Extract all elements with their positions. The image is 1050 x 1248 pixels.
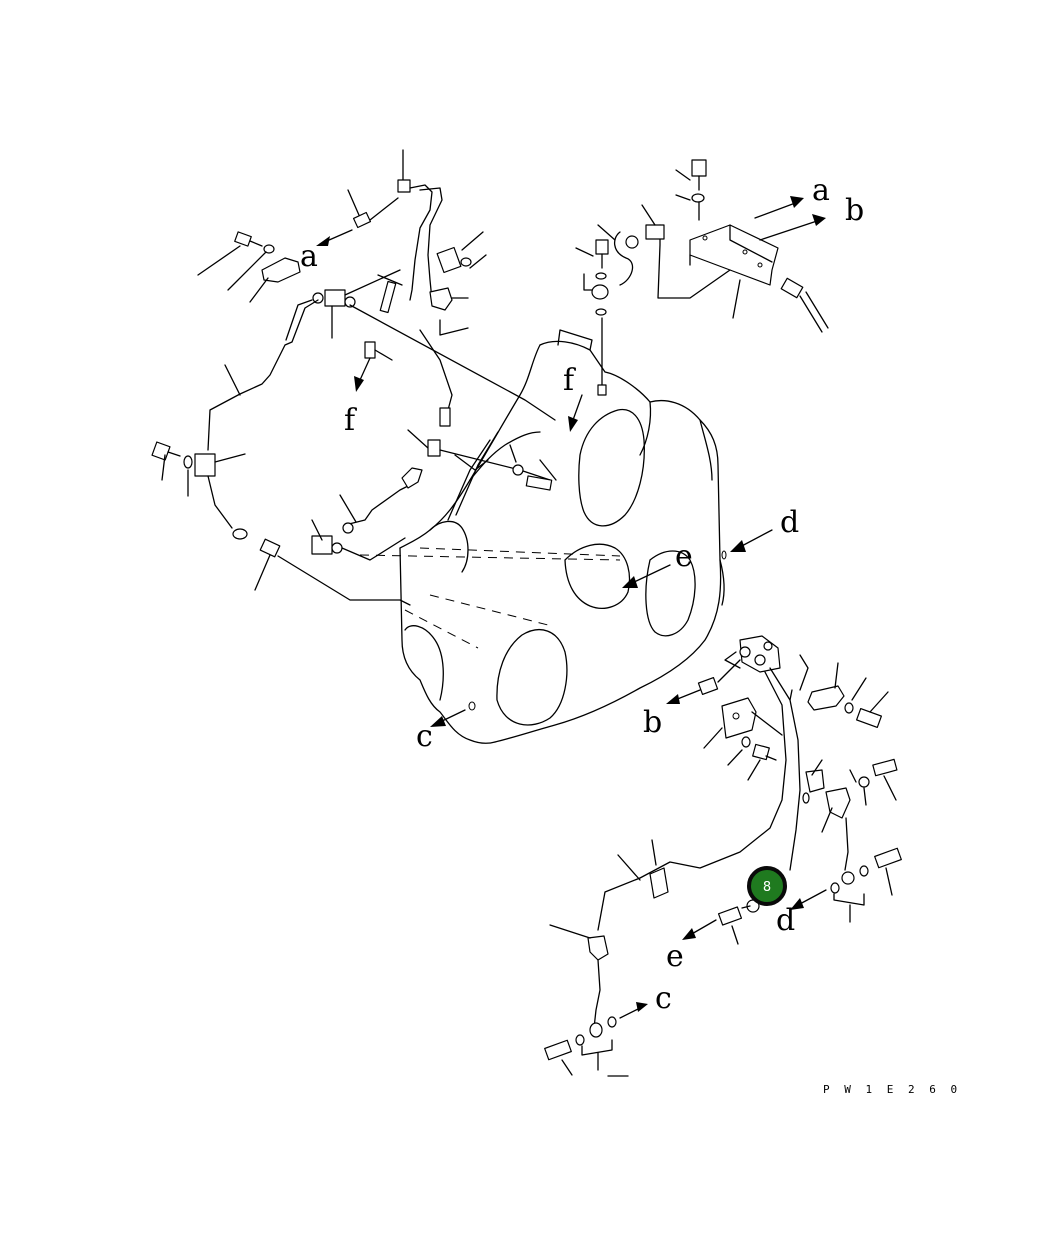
hotspot-label: 8 [763, 880, 771, 895]
lower-right-piping-group [544, 635, 902, 1077]
hotspot-circle[interactable] [747, 866, 787, 906]
reference-letters: a a b b c c d d e e f f [300, 173, 864, 1016]
drawing-code: P W 1 E 2 6 0 [823, 1083, 961, 1096]
letter-f-left: f [344, 403, 357, 438]
letter-e-mid: e [675, 539, 693, 574]
letter-b-lower-mid: b [643, 705, 662, 740]
letter-d-bottom: d [776, 903, 795, 938]
letter-b-top-right: b [845, 193, 864, 228]
letter-d-right: d [780, 505, 799, 540]
part-hotspot-8[interactable]: 8 [747, 866, 787, 906]
top-right-valve-group [568, 159, 829, 432]
letter-a-upper-left: a [300, 239, 318, 274]
letter-c-bottom: c [655, 981, 672, 1016]
left-mid-piping-group [151, 429, 557, 606]
letter-a-top-right: a [812, 173, 830, 208]
transmission-housing [359, 329, 725, 744]
upper-left-piping-group [197, 149, 556, 451]
letter-f-center: f [563, 363, 576, 398]
letter-c-left: c [416, 719, 433, 754]
right-side-arrows [430, 529, 773, 727]
letter-e-bottom: e [666, 939, 684, 974]
